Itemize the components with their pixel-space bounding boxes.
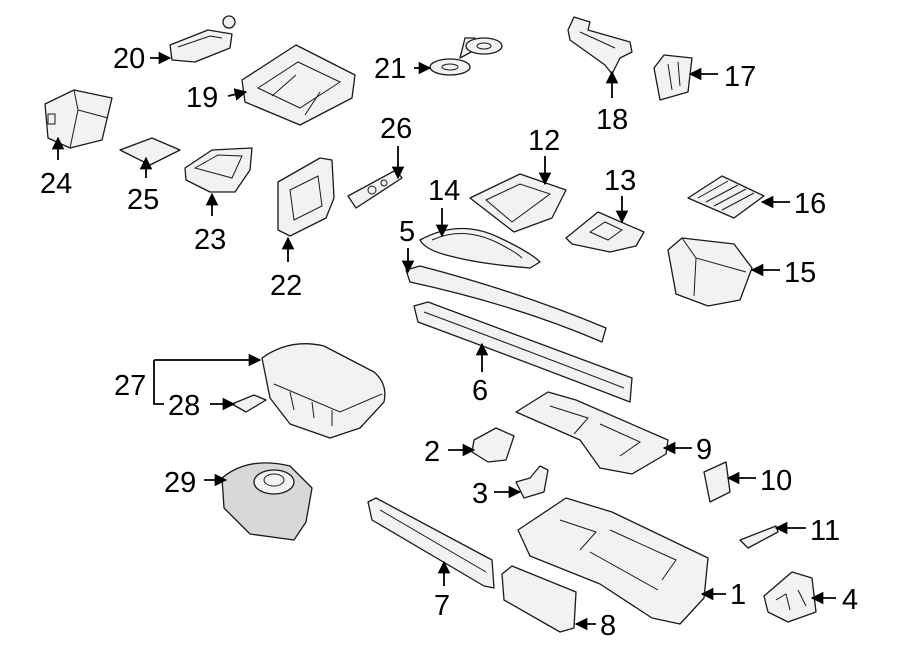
part-29-drawing [221,462,313,541]
part-24-drawing [44,89,113,149]
part-17-drawing [653,54,693,101]
part-8-drawing [501,565,577,633]
part-7-drawing [367,497,495,589]
callout-4: 4 [842,584,858,616]
callout-6: 6 [472,375,488,407]
callout-9: 9 [696,434,712,466]
part-9-drawing [515,391,669,475]
callout-23: 23 [194,224,226,256]
callout-8: 8 [600,610,616,642]
part-12-drawing [469,173,567,233]
part-22-drawing [277,157,335,237]
part-11-drawing [739,525,779,549]
callout-20: 20 [113,43,145,75]
callout-7: 7 [434,590,450,622]
part-27-drawing [261,343,386,439]
part-15-drawing [667,237,753,307]
part-13-drawing [565,211,645,253]
callout-16: 16 [794,188,826,220]
leader-lines [51,51,836,631]
callout-14: 14 [428,175,460,207]
callout-28: 28 [168,390,200,422]
callout-26: 26 [380,113,412,145]
part-4-drawing [763,571,817,623]
callout-24: 24 [40,168,72,200]
callout-12: 12 [528,125,560,157]
callout-18: 18 [596,104,628,136]
part-16-drawing [687,175,765,219]
callout-2: 2 [424,436,440,468]
part-19-drawing [241,44,356,126]
part-10-drawing [703,461,731,503]
part-28-drawing [231,394,267,413]
callout-3: 3 [472,478,488,510]
callout-10: 10 [760,465,792,497]
callout-labels: 20 19 21 18 17 24 25 23 22 26 12 13 14 1… [40,43,858,642]
part-2-drawing [471,427,515,463]
part-6-drawing [413,301,633,403]
callout-1: 1 [730,579,746,611]
callout-13: 13 [604,165,636,197]
part-5-drawing [405,265,607,343]
callout-17: 17 [724,61,756,93]
callout-25: 25 [127,184,159,216]
leader-19 [227,88,248,101]
part-1-drawing [517,497,709,625]
part-26-drawing [347,169,403,209]
callout-11: 11 [810,515,840,547]
part-23-drawing [184,147,253,193]
callout-5: 5 [399,216,415,248]
part-14-drawing [419,227,541,269]
callout-15: 15 [784,257,816,289]
part-3-drawing [515,465,549,499]
part-18-drawing [567,16,633,75]
callout-22: 22 [270,270,302,302]
callout-29: 29 [164,467,196,499]
callout-27: 27 [114,370,146,402]
part-20-drawing [169,15,236,63]
callout-21: 21 [374,53,406,85]
part-21-drawing [429,37,503,76]
leader-27-bracket [153,360,164,405]
part-25-drawing [119,137,181,166]
callout-19: 19 [186,82,218,114]
